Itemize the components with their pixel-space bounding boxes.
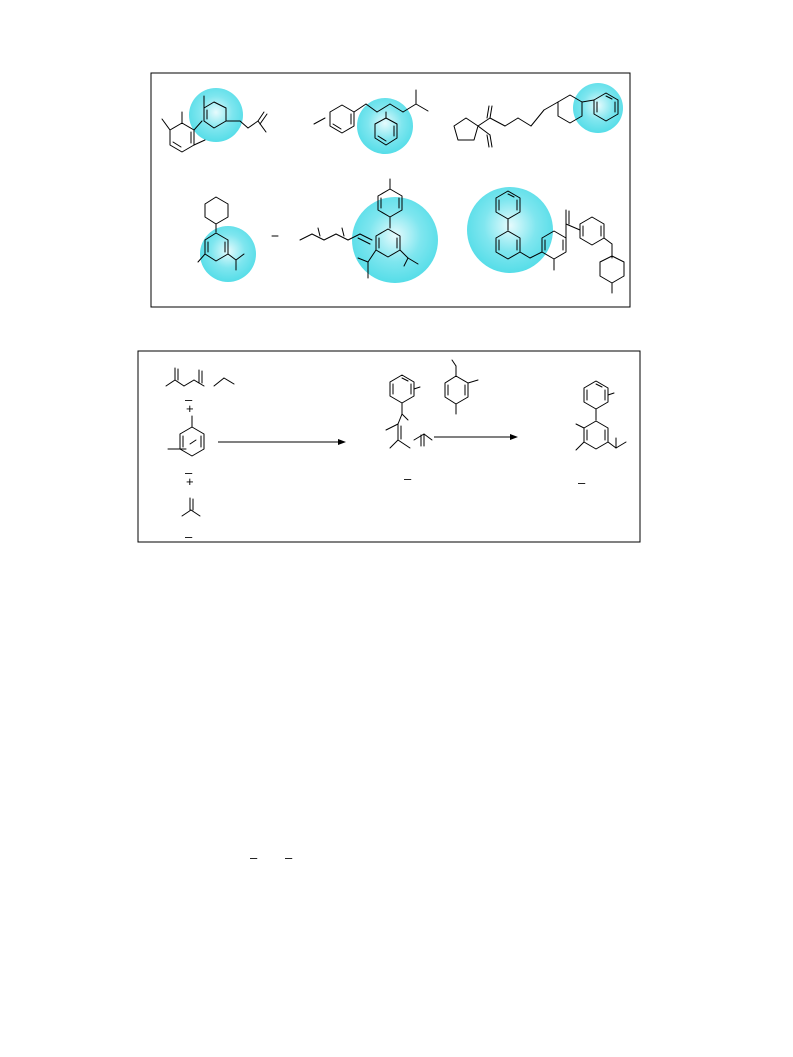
final-product xyxy=(575,380,627,451)
dash-mark: – xyxy=(404,471,412,486)
highlight-circle xyxy=(352,197,438,283)
intermediate-product xyxy=(385,374,433,449)
figure-compounds xyxy=(150,72,631,308)
dash-mark: – xyxy=(250,850,258,865)
dash-mark: – xyxy=(185,392,193,407)
reactant-aldehyde xyxy=(167,415,205,457)
highlight-circle xyxy=(189,88,243,142)
dash-mark: – xyxy=(185,465,193,480)
dash-mark: – xyxy=(285,850,293,865)
compound-4 xyxy=(197,196,245,271)
reactant-dicarbonyl xyxy=(165,367,235,387)
figure-frame xyxy=(150,72,631,308)
dash-mark: – xyxy=(185,529,193,544)
reagent-aryl xyxy=(444,359,479,415)
reaction-arrow-1 xyxy=(218,439,346,445)
reaction-arrow-2 xyxy=(434,434,518,440)
reactant-urea xyxy=(181,497,201,517)
dash-mark: – xyxy=(578,475,586,490)
compound-2 xyxy=(313,89,429,146)
highlight-circle xyxy=(357,98,413,154)
plus-sign: + xyxy=(186,474,194,489)
compound-6 xyxy=(495,190,625,294)
compound-5 xyxy=(299,178,419,279)
plus-sign: + xyxy=(186,401,194,416)
scheme-frame xyxy=(137,350,641,543)
compound-3 xyxy=(453,92,619,148)
highlight-circle xyxy=(467,187,553,273)
compound-1 xyxy=(161,95,268,153)
figure-reaction-scheme: + + – – – – xyxy=(137,350,641,544)
